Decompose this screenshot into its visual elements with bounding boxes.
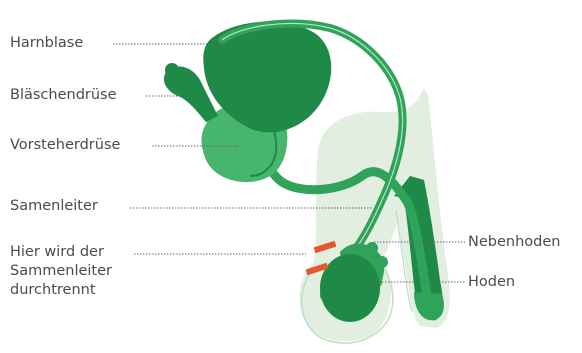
label-blaeschendruese: Bläschendrüse [10, 86, 117, 105]
label-nebenhoden: Nebenhoden [468, 233, 560, 252]
label-vorsteherdruese: Vorsteherdrüse [10, 136, 120, 155]
label-samenleiter: Samenleiter [10, 197, 98, 216]
label-hoden: Hoden [468, 273, 515, 292]
label-durchtrennt: Hier wird der Sammenleiter durchtrennt [10, 243, 112, 300]
label-harnblase: Harnblase [10, 34, 83, 53]
testis [320, 254, 380, 322]
